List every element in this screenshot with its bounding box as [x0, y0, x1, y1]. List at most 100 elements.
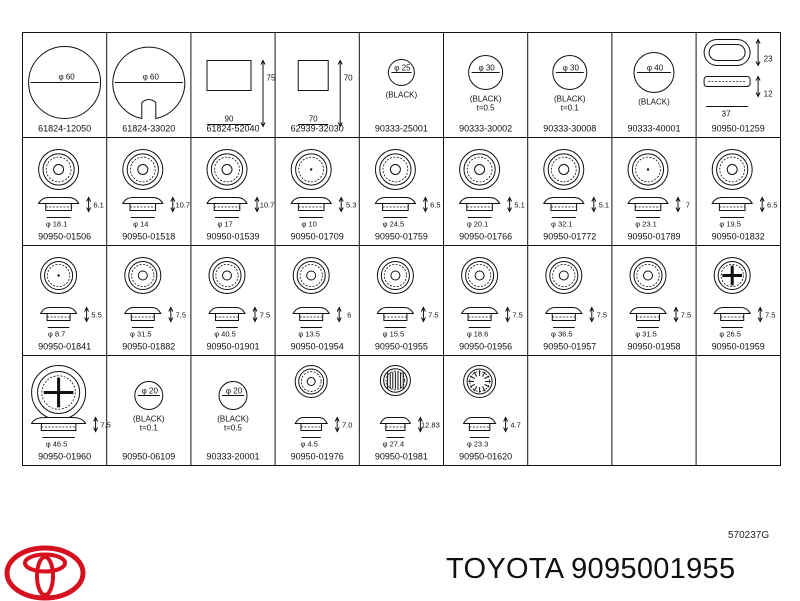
dimension-label: φ 13.5	[298, 330, 320, 339]
grommet-inner-ring	[47, 263, 71, 288]
dimension-label: φ 36.5	[551, 330, 573, 339]
center-hole	[558, 270, 569, 281]
center-dot	[57, 274, 60, 277]
part-number: 90950-01976	[291, 452, 344, 462]
part-number: 90950-01955	[375, 342, 428, 352]
arrow-head	[757, 306, 763, 312]
part-number: 62939-32030	[291, 124, 344, 134]
gear-tooth	[481, 386, 486, 392]
grommet-inner-ring	[466, 156, 493, 183]
arrow-head	[336, 317, 342, 323]
dimension-label: φ 17	[217, 220, 232, 229]
center-hole	[306, 270, 317, 281]
dimension-label: 5.5	[91, 311, 101, 320]
grommet-outer-ring	[290, 149, 332, 190]
center-hole	[221, 164, 233, 175]
part-number: 61824-33020	[122, 124, 175, 134]
grommet-outer-ring	[627, 149, 669, 190]
arrow-head	[337, 122, 343, 128]
dimension-label: (BLACK)	[133, 415, 165, 424]
toyota-logo-icon	[4, 545, 86, 601]
grommet-lip	[37, 370, 81, 415]
part-number: 90950-01957	[543, 342, 596, 352]
dimension-label: 7.0	[342, 421, 352, 430]
dimension-label: 7.5	[765, 311, 775, 320]
dimension-label: (BLACK)	[386, 91, 418, 100]
round-seal-icon	[134, 381, 164, 410]
arrow-head	[589, 317, 595, 323]
grommet-lip	[212, 260, 242, 291]
gear-tooth	[473, 371, 478, 377]
dimension-label: φ 32.1	[551, 220, 573, 229]
grommet-lip	[633, 260, 663, 291]
grommet-lip	[463, 153, 496, 186]
grommet-inner-ring	[298, 156, 325, 183]
arrow-head	[420, 306, 426, 312]
center-hole	[222, 270, 232, 281]
part-number: 90333-40001	[627, 124, 680, 134]
dimension-label: 7.5	[428, 311, 438, 320]
grommet-profile	[123, 307, 162, 314]
grommet-outer-ring	[374, 149, 416, 190]
dimension-label: φ 24.5	[383, 220, 405, 229]
arrow-head	[759, 196, 765, 202]
center-hole	[474, 270, 485, 281]
gear-tooth	[473, 386, 478, 392]
dimension-label: φ 23.1	[635, 220, 657, 229]
arrow-head	[420, 317, 426, 323]
arrow-head	[591, 207, 597, 213]
gear-tooth	[484, 383, 490, 388]
dimension-label: φ 18.6	[467, 330, 489, 339]
grommet-inner-ring	[719, 156, 745, 183]
catalog-reference: 570237G	[728, 530, 770, 541]
grommet-outer-ring	[124, 257, 162, 294]
grommet-profile	[37, 197, 80, 204]
arrow-head	[334, 416, 340, 422]
dimension-label: φ 40.5	[214, 330, 236, 339]
grommet-lip	[631, 153, 665, 186]
arrow-head	[675, 207, 681, 213]
arrow-head	[84, 306, 90, 312]
part-number: 90950-01789	[627, 232, 680, 242]
grommet-outer-ring	[459, 149, 501, 190]
grommet-outer-ring	[206, 149, 248, 190]
dimension-label: 23	[764, 55, 773, 64]
grommet-lip	[380, 260, 410, 291]
grommet-lip	[549, 260, 579, 291]
grommet-outer-ring	[38, 149, 80, 190]
dimension-label: 7.5	[260, 311, 270, 320]
arrow-head	[170, 207, 176, 213]
part-number: 90333-25001	[375, 124, 428, 134]
dimension-label: t=0.5	[224, 424, 243, 433]
arrow-head	[755, 61, 761, 67]
grommet-profile	[376, 307, 415, 314]
arrow-head	[86, 207, 92, 213]
arrow-head	[755, 38, 761, 44]
part-number: 90950-01841	[38, 342, 91, 352]
grommet-outer-ring	[376, 257, 414, 294]
grommet-outer-ring	[40, 257, 78, 294]
grommet-profile	[121, 197, 164, 204]
grommet-profile	[713, 307, 752, 314]
part-number: 90950-06109	[122, 452, 175, 462]
dimension-label: 70	[309, 115, 318, 124]
rect-plug-icon	[206, 60, 252, 91]
part-number: 90950-01759	[375, 232, 428, 242]
arrow-head	[755, 75, 761, 81]
dimension-label: 5.1	[514, 201, 524, 210]
arrow-head	[755, 92, 761, 98]
dimension-label: φ 30	[563, 64, 580, 73]
